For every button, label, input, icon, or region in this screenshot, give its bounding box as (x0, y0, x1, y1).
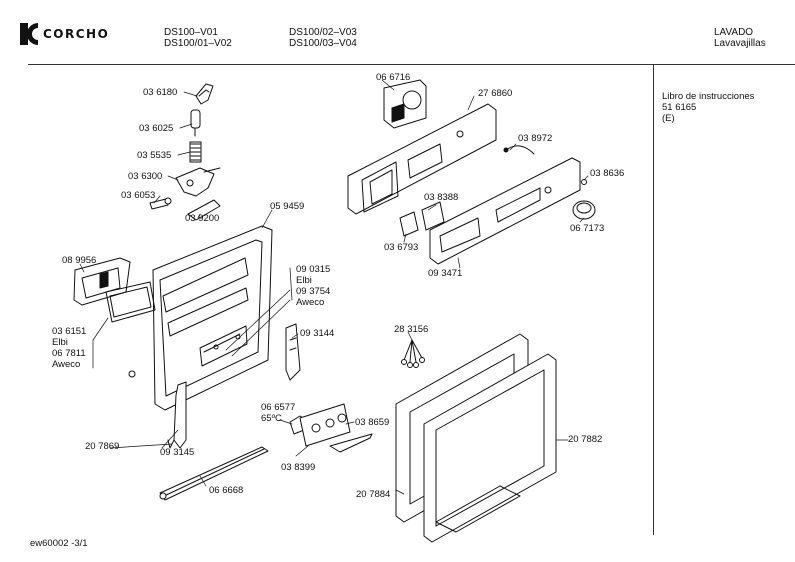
front-control-panel (429, 157, 581, 265)
latch-pin-part (190, 109, 201, 137)
screw-part (149, 197, 172, 210)
push-button-part (399, 201, 445, 237)
part-label: 03 6300 (128, 171, 163, 182)
part-label: 03 6053 (121, 190, 156, 201)
part-note: Aweco (296, 297, 325, 308)
brand-logo: CORCHO (20, 23, 109, 45)
part-label: 03 9200 (185, 213, 220, 224)
switch-block-part (299, 403, 351, 447)
part-label: 06 6668 (209, 485, 244, 496)
part-label: 08 9956 (62, 255, 97, 266)
footer-code: ew60002 -3/1 (30, 538, 88, 549)
programmer-unit-part (383, 79, 427, 129)
leader-lines (79, 79, 589, 495)
part-label: 03 8399 (281, 462, 316, 473)
part-label: 20 7882 (568, 434, 603, 445)
part-label: 27 6860 (478, 88, 513, 99)
part-label: 05 9459 (270, 201, 305, 212)
bracket-part (187, 199, 221, 221)
part-label: 06 7811 (52, 348, 86, 359)
part-label: 03 8659 (355, 417, 390, 428)
model-line: DS100/03–V04 (289, 38, 357, 49)
part-label: 09 3754 (296, 286, 331, 297)
handle-hook-part (195, 83, 214, 105)
part-note: Elbi (52, 337, 68, 348)
indicator-part (581, 179, 587, 185)
header-divider (28, 64, 795, 65)
model-line: DS100–V01 (164, 27, 218, 38)
part-label: 09 3144 (300, 328, 335, 339)
brand-name: CORCHO (43, 27, 110, 41)
clip-part (128, 370, 136, 378)
part-label: 03 5535 (137, 150, 172, 161)
part-label: 20 7869 (85, 441, 120, 452)
category-title: LAVADO (714, 27, 754, 38)
part-label: 09 3471 (428, 268, 463, 279)
side-note-line: 51 6165 (662, 102, 697, 113)
spring-part (189, 141, 202, 163)
switch-bracket-part (329, 433, 373, 453)
hinge-part-right (285, 323, 301, 381)
latch-lever-part (175, 167, 221, 197)
part-note: Elbi (296, 275, 312, 286)
part-label: 20 7884 (356, 489, 391, 500)
bottom-seal-strip (159, 446, 269, 501)
part-label: 09 3145 (160, 447, 195, 458)
part-label: 03 8636 (590, 168, 625, 179)
corcho-logo-icon (20, 23, 38, 45)
model-line: DS100/01–V02 (164, 38, 232, 49)
side-note-line: Libro de instrucciones (662, 91, 755, 102)
part-note: 65ºC (261, 413, 282, 424)
category-subtitle: Lavavajillas (714, 38, 766, 49)
cable-part (503, 145, 535, 155)
side-divider (653, 65, 654, 535)
inner-door-panel (152, 225, 273, 411)
part-label: 03 6793 (384, 242, 419, 253)
wiring-harness-part (401, 339, 425, 368)
part-label: 09 0315 (296, 264, 331, 275)
part-label: 03 6180 (143, 87, 178, 98)
part-label: 03 6025 (139, 123, 174, 134)
part-label: 03 8388 (424, 192, 459, 203)
side-note-line: (E) (662, 113, 675, 124)
part-note: Aweco (52, 359, 81, 370)
part-label: 28 3156 (394, 324, 429, 335)
part-label: 03 6151 (52, 326, 87, 337)
part-label: 06 6577 (261, 402, 296, 413)
control-panel-housing (347, 103, 497, 215)
door-frame-front (423, 353, 557, 543)
knob-part (572, 200, 596, 220)
part-label: 03 8972 (518, 133, 553, 144)
model-line: DS100/02–V03 (289, 27, 357, 38)
part-label: 06 7173 (570, 223, 605, 234)
dispenser-gasket (105, 281, 156, 323)
part-label: 06 6716 (376, 72, 411, 83)
